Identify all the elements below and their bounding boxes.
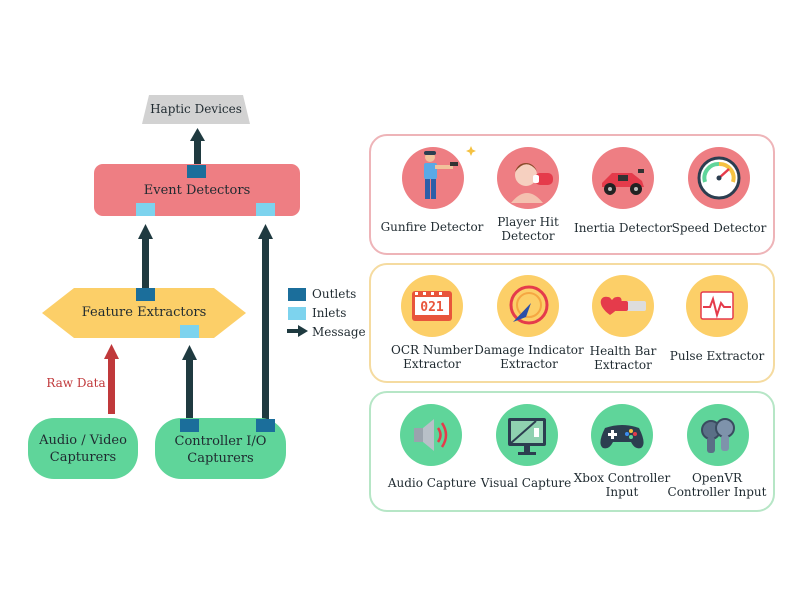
controller-capturers-box	[155, 418, 286, 479]
player-hit-icon	[497, 147, 559, 209]
event-inlet-left	[136, 203, 155, 216]
damage-indicator-icon	[497, 275, 559, 337]
vr-controllers-icon	[687, 404, 749, 466]
feature-inlet	[180, 325, 199, 338]
pulse-icon	[686, 275, 748, 337]
arrow-controller-to-event	[258, 224, 273, 421]
muzzle-flash-icon	[466, 146, 476, 156]
legend-outlet-swatch	[288, 288, 306, 301]
controller-outlet-left	[180, 419, 199, 432]
legend-message-label: Message	[312, 325, 366, 339]
speed-detector-label: Speed Detector	[671, 221, 767, 235]
gamepad-icon	[591, 404, 653, 466]
event-inlet-right	[256, 203, 275, 216]
monitor-icon	[496, 404, 558, 466]
haptic-devices-label: Haptic Devices	[150, 102, 242, 116]
health-bar-icon	[592, 275, 654, 337]
raw-data-arrow	[104, 344, 119, 414]
haptic-devices-box	[142, 95, 250, 124]
feature-outlet	[136, 288, 155, 301]
visual-capture-label: Visual Capture	[480, 476, 572, 490]
event-outlet	[187, 165, 206, 178]
legend-outlets-label: Outlets	[312, 287, 357, 301]
controller-outlet-right	[256, 419, 275, 432]
arrow-event-to-haptic	[190, 128, 205, 164]
arrow-controller-to-feature	[182, 345, 197, 421]
svg-text:021: 021	[420, 300, 444, 315]
av-capturers-box	[28, 418, 138, 479]
ocr-number-icon: 021	[401, 275, 463, 337]
event-detectors-label: Event Detectors	[143, 183, 251, 198]
speaker-icon	[400, 404, 462, 466]
legend-inlets-label: Inlets	[312, 306, 347, 320]
arrow-feature-to-event	[138, 224, 153, 288]
raw-data-label: Raw Data	[46, 376, 106, 390]
feature-extractors-label: Feature Extractors	[81, 305, 207, 320]
legend-message-arrow	[287, 325, 308, 337]
inertia-detector-label: Inertia Detector	[573, 221, 673, 235]
pulse-extractor-label: Pulse Extractor	[669, 349, 765, 363]
legend-inlet-swatch	[288, 307, 306, 320]
gunfire-icon	[402, 147, 464, 209]
gunfire-detector-label: Gunfire Detector	[380, 220, 484, 234]
audio-capture-label: Audio Capture	[387, 476, 477, 490]
inertia-car-icon	[592, 147, 654, 209]
speedometer-icon	[688, 147, 750, 209]
